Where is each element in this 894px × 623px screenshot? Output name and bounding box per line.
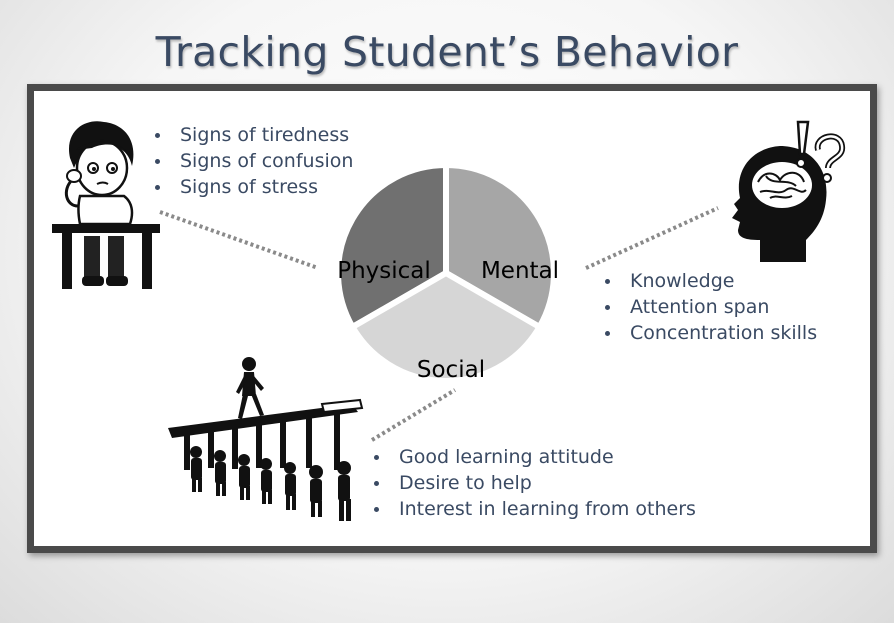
list-item: Signs of tiredness: [153, 122, 353, 148]
list-item: Knowledge: [603, 268, 817, 294]
mental-connector: [585, 206, 719, 270]
social-list: Good learning attitude Desire to help In…: [372, 444, 696, 522]
physical-label: Physical: [337, 258, 431, 284]
teamwork-climb-icon: [168, 357, 364, 521]
slide-title: Tracking Student’s Behavior: [155, 28, 739, 76]
list-item: Desire to help: [372, 470, 696, 496]
list-item: Signs of confusion: [153, 148, 353, 174]
social-label: Social: [417, 357, 485, 383]
list-item: Signs of stress: [153, 174, 353, 200]
cycle-pie: [335, 162, 557, 384]
brain-question-icon: [732, 120, 846, 262]
mental-label: Mental: [481, 258, 559, 284]
physical-connector: [159, 210, 319, 270]
list-item: Good learning attitude: [372, 444, 696, 470]
list-item: Concentration skills: [603, 320, 817, 346]
mental-list: Knowledge Attention span Concentration s…: [603, 268, 817, 346]
social-segment: [349, 270, 543, 384]
tired-student-icon: [52, 121, 160, 289]
list-item: Interest in learning from others: [372, 496, 696, 522]
physical-list: Signs of tiredness Signs of confusion Si…: [153, 122, 353, 200]
social-connector: [370, 388, 457, 442]
list-item: Attention span: [603, 294, 817, 320]
